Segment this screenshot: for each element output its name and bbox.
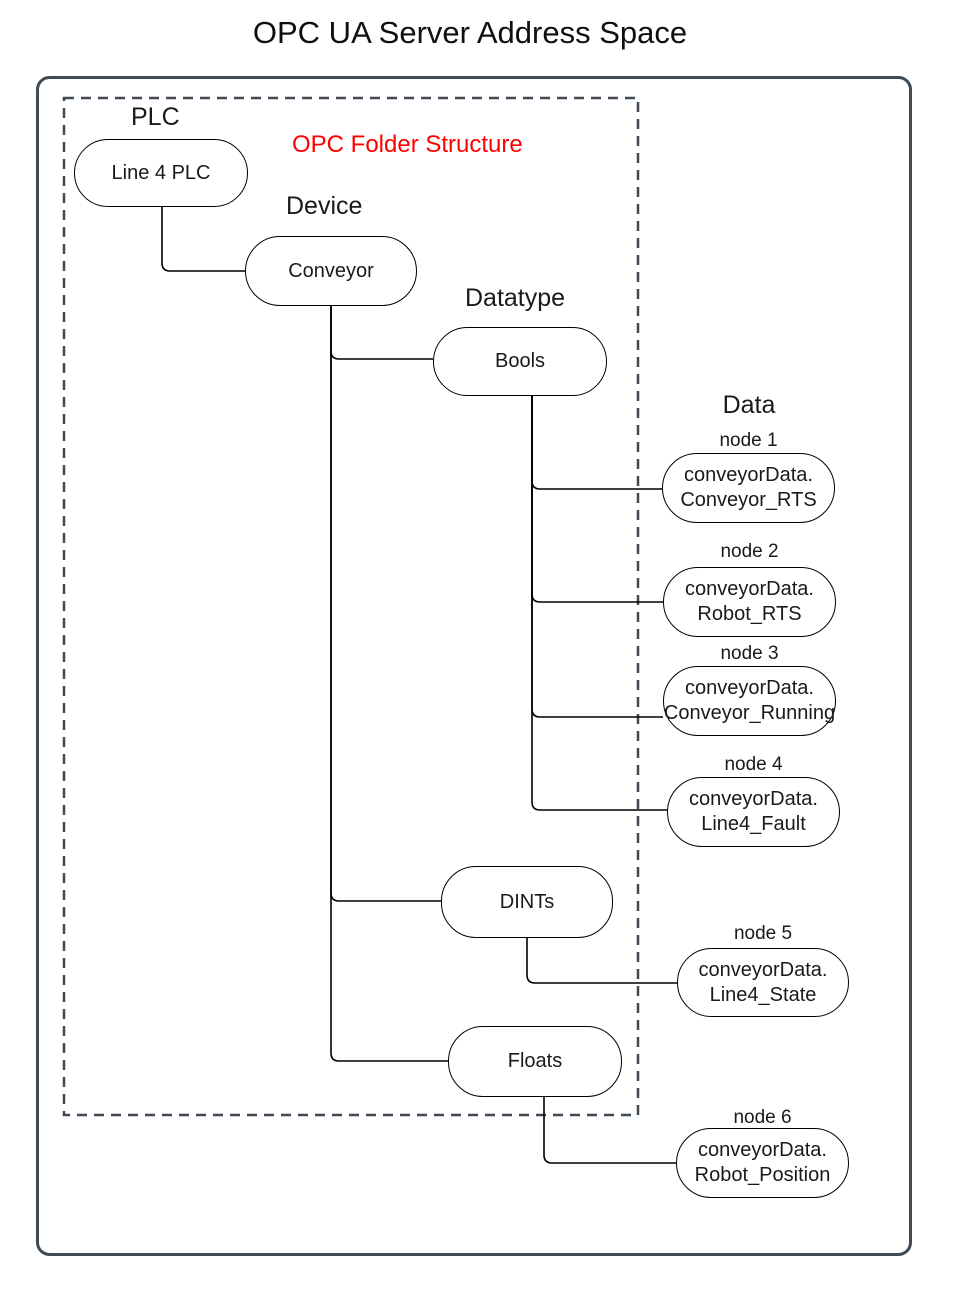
edge-conveyor-to-bools — [330, 306, 433, 360]
node-bools-label: Bools — [494, 350, 546, 372]
data-node-5-line2: Line4_State — [709, 983, 817, 1006]
node-floats-label: Floats — [507, 1050, 563, 1072]
edge-dints-to-node5 — [526, 938, 677, 984]
edge-bools-to-node4 — [531, 396, 667, 811]
data-node-6-title: node 6 — [733, 1107, 792, 1128]
page-title: OPC UA Server Address Space — [252, 15, 688, 50]
data-node-2-line1: conveyorData. — [685, 578, 814, 600]
level-label-plc: PLC — [131, 103, 180, 131]
data-node-1-line2: Conveyor_RTS — [680, 489, 817, 511]
edge-conveyor-to-floats — [330, 306, 448, 1062]
level-label-data: Data — [722, 391, 776, 419]
node-bools: Bools — [433, 327, 607, 396]
outer-frame — [36, 76, 912, 1256]
data-node-1-line1: conveyorData. — [684, 464, 813, 486]
data-node-4: conveyorData. Line4_Fault — [667, 777, 840, 847]
data-node-5: conveyorData. Line4_State — [677, 948, 849, 1017]
data-node-5-line1: conveyorData. — [698, 958, 828, 981]
edge-bools-to-node2 — [531, 396, 663, 603]
node-dints: DINTs — [441, 866, 613, 938]
data-node-4-line2: Line4_Fault — [701, 813, 806, 835]
data-node-2-title: node 2 — [720, 541, 779, 562]
node-conveyor: Conveyor — [245, 236, 417, 306]
level-label-device: Device — [286, 192, 363, 220]
edge-bools-to-node3 — [531, 396, 663, 718]
opc-folder-structure-frame — [62, 96, 640, 1117]
data-node-6-line1: conveyorData. — [698, 1139, 827, 1161]
node-floats: Floats — [448, 1026, 622, 1097]
node-line4-plc-label: Line 4 PLC — [111, 161, 211, 184]
node-dints-label: DINTs — [499, 890, 555, 913]
data-node-1-title: node 1 — [719, 430, 778, 451]
node-conveyor-label: Conveyor — [288, 259, 374, 282]
data-node-1: conveyorData. Conveyor_RTS — [662, 453, 835, 523]
data-node-3: conveyorData. Conveyor_Running — [663, 666, 836, 736]
edge-conveyor-to-dints — [330, 306, 441, 902]
data-node-3-line1: conveyorData. — [685, 677, 814, 699]
data-node-2: conveyorData. Robot_RTS — [663, 567, 836, 637]
data-node-3-title: node 3 — [720, 643, 779, 664]
data-node-6-line2: Robot_Position — [694, 1164, 831, 1186]
data-node-5-title: node 5 — [733, 923, 793, 944]
data-node-3-line2: Conveyor_Running — [663, 702, 836, 724]
edge-floats-to-node6 — [543, 1097, 676, 1164]
data-node-6: conveyorData. Robot_Position — [676, 1128, 849, 1198]
opc-folder-structure-label: OPC Folder Structure — [292, 131, 523, 158]
node-line4-plc: Line 4 PLC — [74, 139, 248, 207]
data-node-4-line1: conveyorData. — [689, 788, 818, 810]
edge-bools-to-node1 — [531, 396, 662, 490]
edge-plc-to-conveyor — [161, 207, 245, 272]
data-node-2-line2: Robot_RTS — [697, 603, 802, 625]
level-label-datatype: Datatype — [465, 284, 566, 312]
data-node-4-title: node 4 — [724, 754, 783, 775]
